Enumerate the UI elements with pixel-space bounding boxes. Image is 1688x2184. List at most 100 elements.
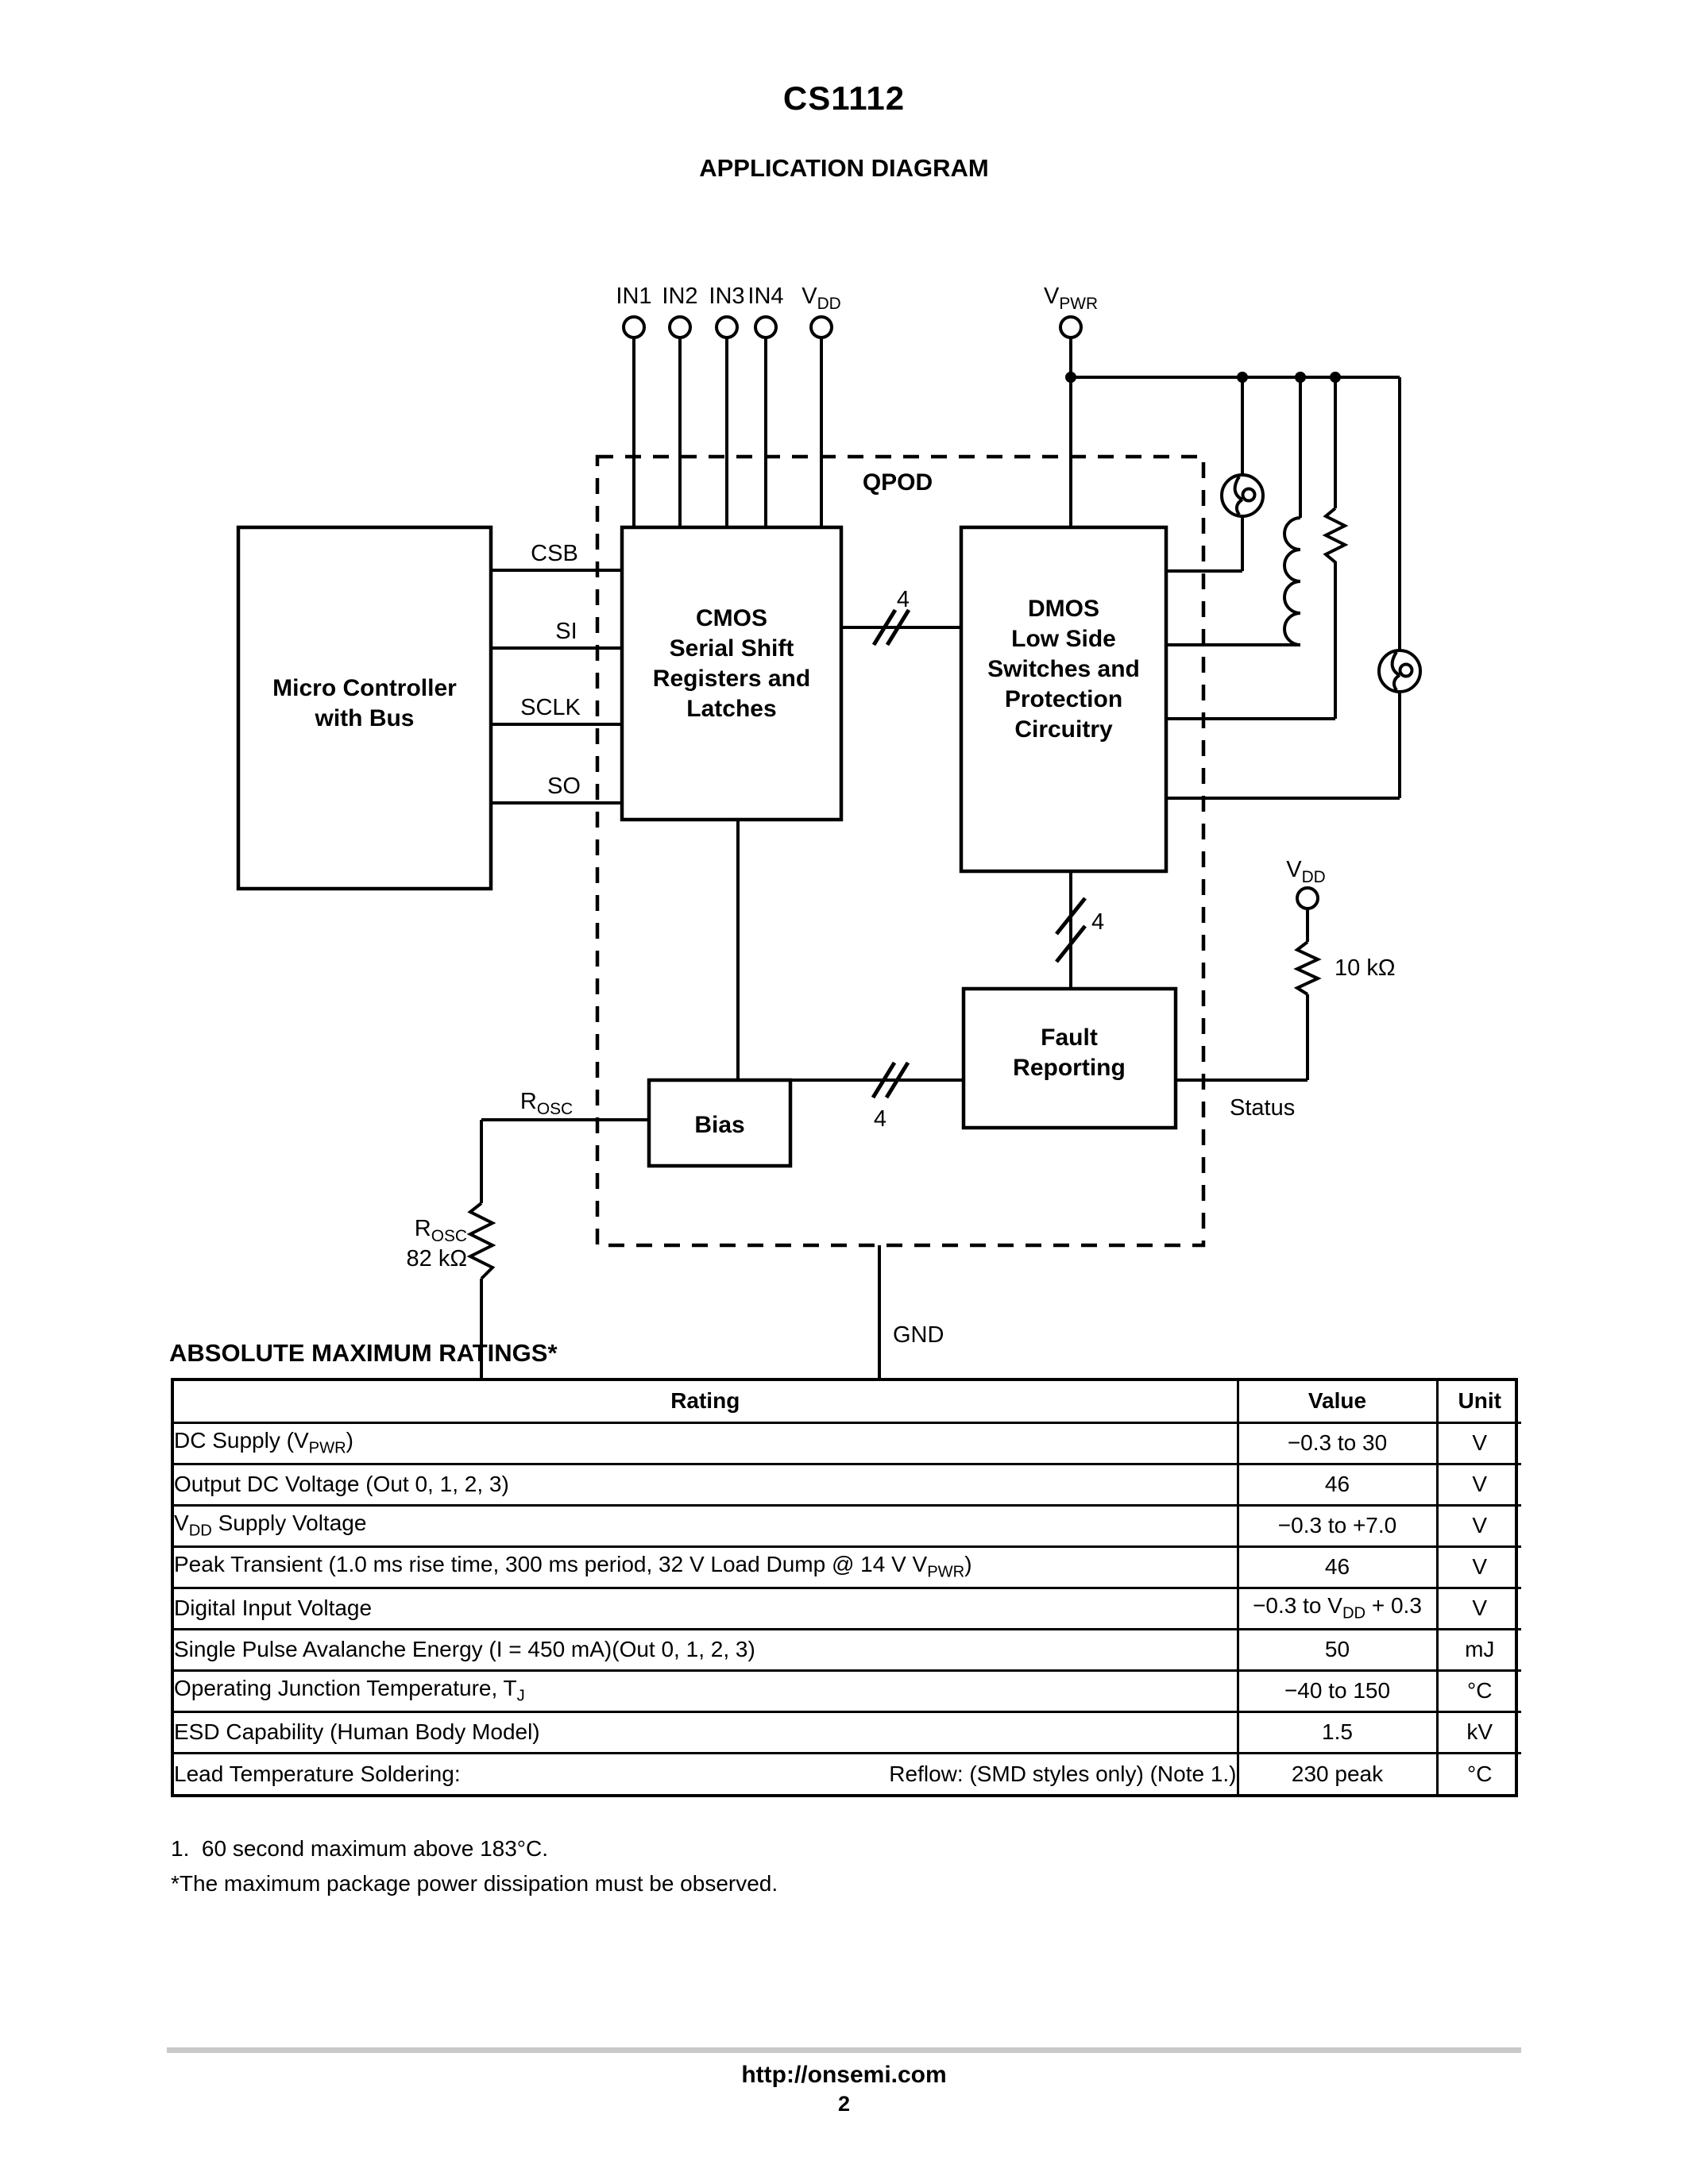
- signal-label-csb: CSB: [531, 541, 578, 566]
- unit-cell: V: [1435, 1421, 1521, 1465]
- inductor-icon: [1283, 516, 1301, 646]
- block-micro-controller: [236, 525, 493, 891]
- table-note-2: *The maximum package power dissipation m…: [171, 1871, 778, 1896]
- resistor-icon-rosc: [466, 1202, 496, 1280]
- rating-cell: Peak Transient (1.0 ms rise time, 300 ms…: [174, 1545, 1239, 1589]
- bus-cmos-fault: [736, 820, 964, 1082]
- value-cell: 230 peak: [1236, 1751, 1439, 1794]
- value-cell: −0.3 to +7.0: [1236, 1503, 1439, 1548]
- block-bias: [647, 1078, 793, 1168]
- block-dmos-label: Switches and: [987, 656, 1140, 682]
- pin-label-in4: IN4: [747, 284, 783, 309]
- page-number: 2: [837, 2092, 851, 2116]
- footer-url: http://onsemi.com: [741, 2062, 947, 2088]
- rosc-network: [466, 1118, 649, 1393]
- terminal-circle-vdd-pullup: [1296, 886, 1319, 910]
- terminal-circle-in4: [754, 315, 778, 339]
- pin-label-vdd: VDD: [802, 284, 841, 313]
- value-cell: −40 to 150: [1236, 1669, 1439, 1713]
- block-dmos-label: DMOS: [1028, 596, 1099, 622]
- terminal-circle-in1: [622, 315, 646, 339]
- block-micro-controller-label: Micro Controller: [272, 675, 457, 701]
- bus-width-label: 4: [874, 1106, 886, 1132]
- bus-width-marker: [871, 1061, 910, 1099]
- pin-label-in1: IN1: [616, 284, 651, 309]
- signal-label-so: SO: [547, 774, 581, 799]
- vpwr-rail: [1071, 376, 1401, 798]
- unit-cell: mJ: [1435, 1627, 1521, 1672]
- bus-width-label: 4: [1091, 909, 1104, 935]
- block-fault-reporting: [961, 986, 1178, 1130]
- terminal-circle-vpwr: [1059, 315, 1083, 339]
- value-cell: 46: [1236, 1462, 1439, 1507]
- bus-width-marker: [1055, 897, 1087, 963]
- rating-cell-right: Reflow: (SMD styles only) (Note 1.): [889, 1761, 1237, 1786]
- rating-cell: Output DC Voltage (Out 0, 1, 2, 3): [174, 1462, 1239, 1507]
- value-cell: 50: [1236, 1627, 1439, 1672]
- junction-dot: [1330, 372, 1341, 383]
- terminal-circle-in2: [668, 315, 692, 339]
- unit-cell: V: [1435, 1462, 1521, 1507]
- block-micro-controller-label: with Bus: [315, 705, 415, 731]
- table-note-1: 1. 60 second maximum above 183°C.: [171, 1836, 549, 1861]
- block-dmos-label: Circuitry: [1014, 716, 1113, 743]
- spi-wires: [491, 569, 622, 805]
- column-header-unit: Unit: [1435, 1381, 1521, 1424]
- table-row: ESD Capability (Human Body Model) 1.5 kV: [174, 1710, 1521, 1754]
- signal-label-sclk: SCLK: [520, 695, 581, 720]
- vdd-pullup-label: VDD: [1286, 857, 1326, 886]
- pin-label-in2: IN2: [662, 284, 697, 309]
- table-row: Single Pulse Avalanche Energy (I = 450 m…: [174, 1627, 1521, 1672]
- table-row: Peak Transient (1.0 ms rise time, 300 ms…: [174, 1545, 1521, 1589]
- gnd-label: GND: [893, 1322, 944, 1348]
- terminal-circle-in3: [715, 315, 739, 339]
- qpod-boundary: [595, 454, 1206, 1248]
- table-row: Output DC Voltage (Out 0, 1, 2, 3) 46 V: [174, 1462, 1521, 1507]
- block-cmos-label: Serial Shift: [670, 635, 794, 662]
- unit-cell: °C: [1435, 1751, 1521, 1794]
- unit-cell: °C: [1435, 1669, 1521, 1713]
- value-cell: −0.3 to VDD + 0.3: [1236, 1586, 1439, 1630]
- block-cmos-label: Latches: [686, 696, 776, 722]
- resistor-icon-load: [1322, 507, 1349, 719]
- block-bias-label: Bias: [694, 1112, 744, 1138]
- block-fault-label: Fault: [1041, 1024, 1098, 1051]
- table-row: VDD Supply Voltage −0.3 to +7.0 V: [174, 1503, 1521, 1548]
- table-row: Digital Input Voltage −0.3 to VDD + 0.3 …: [174, 1586, 1521, 1630]
- table-row: DC Supply (VPWR) −0.3 to 30 V: [174, 1421, 1521, 1465]
- footer-divider: [167, 2047, 1521, 2053]
- block-dmos-switches: [959, 525, 1168, 874]
- unit-cell: V: [1435, 1545, 1521, 1589]
- dmos-output-wires: [1166, 569, 1400, 800]
- page-subtitle: APPLICATION DIAGRAM: [699, 154, 989, 182]
- pullup-value-label: 10 kΩ: [1335, 955, 1396, 981]
- lamp-icon: [1220, 473, 1265, 518]
- page-title: CS1112: [782, 79, 906, 117]
- block-dmos-label: Low Side: [1011, 626, 1116, 652]
- junction-dot: [1237, 372, 1248, 383]
- status-label: Status: [1230, 1095, 1295, 1121]
- rating-cell: Digital Input Voltage: [174, 1586, 1239, 1630]
- ratings-table: Rating Value Unit DC Supply (VPWR) −0.3 …: [171, 1378, 1521, 1797]
- rating-cell: Operating Junction Temperature, TJ: [174, 1669, 1239, 1713]
- block-cmos-shift-registers: [620, 525, 844, 822]
- table-row: Lead Temperature Soldering: Reflow: (SMD…: [174, 1751, 1521, 1794]
- pin-label-vpwr: VPWR: [1044, 284, 1098, 313]
- terminal-circle-vdd: [809, 315, 833, 339]
- resistor-icon-pullup: [1293, 940, 1322, 996]
- value-cell: 46: [1236, 1545, 1439, 1589]
- table-header-row: Rating Value Unit: [174, 1381, 1521, 1424]
- unit-cell: kV: [1435, 1710, 1521, 1754]
- block-cmos-label: CMOS: [696, 605, 767, 631]
- rating-cell: Single Pulse Avalanche Energy (I = 450 m…: [174, 1627, 1239, 1672]
- pin-label-in3: IN3: [709, 284, 744, 309]
- qpod-label: QPOD: [863, 469, 933, 496]
- rating-cell: Lead Temperature Soldering: Reflow: (SMD…: [174, 1751, 1239, 1794]
- application-diagram: IN1 IN2 IN3 IN4 VDD VPWR QPOD: [236, 284, 1422, 1422]
- value-cell: 1.5: [1236, 1710, 1439, 1754]
- rosc-wire-label: ROSC: [520, 1089, 573, 1118]
- bus-width-marker: [871, 608, 911, 646]
- table-row: Operating Junction Temperature, TJ −40 t…: [174, 1669, 1521, 1713]
- block-cmos-label: Registers and: [653, 666, 810, 692]
- input-terminals: [622, 315, 1083, 527]
